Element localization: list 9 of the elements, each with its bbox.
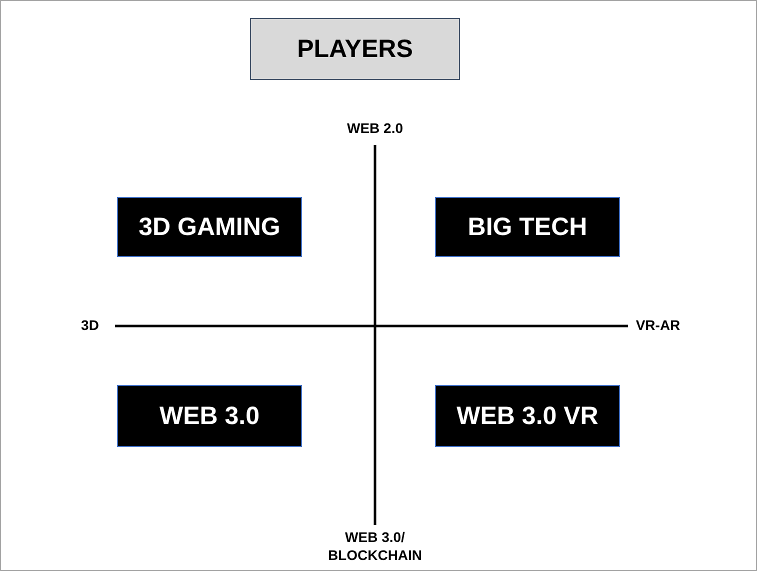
quadrant-box: WEB 3.0 bbox=[117, 385, 302, 447]
axis-label: WEB 2.0 bbox=[346, 119, 404, 137]
quadrant-box: BIG TECH bbox=[435, 197, 620, 257]
axis-label: 3D bbox=[80, 316, 100, 334]
axis-label: WEB 3.0/ BLOCKCHAIN bbox=[326, 528, 424, 564]
quadrant-box: 3D GAMING bbox=[117, 197, 302, 257]
title-box: PLAYERS bbox=[250, 18, 460, 80]
quadrant-box: WEB 3.0 VR bbox=[435, 385, 620, 447]
axis-label: VR-AR bbox=[634, 316, 682, 334]
